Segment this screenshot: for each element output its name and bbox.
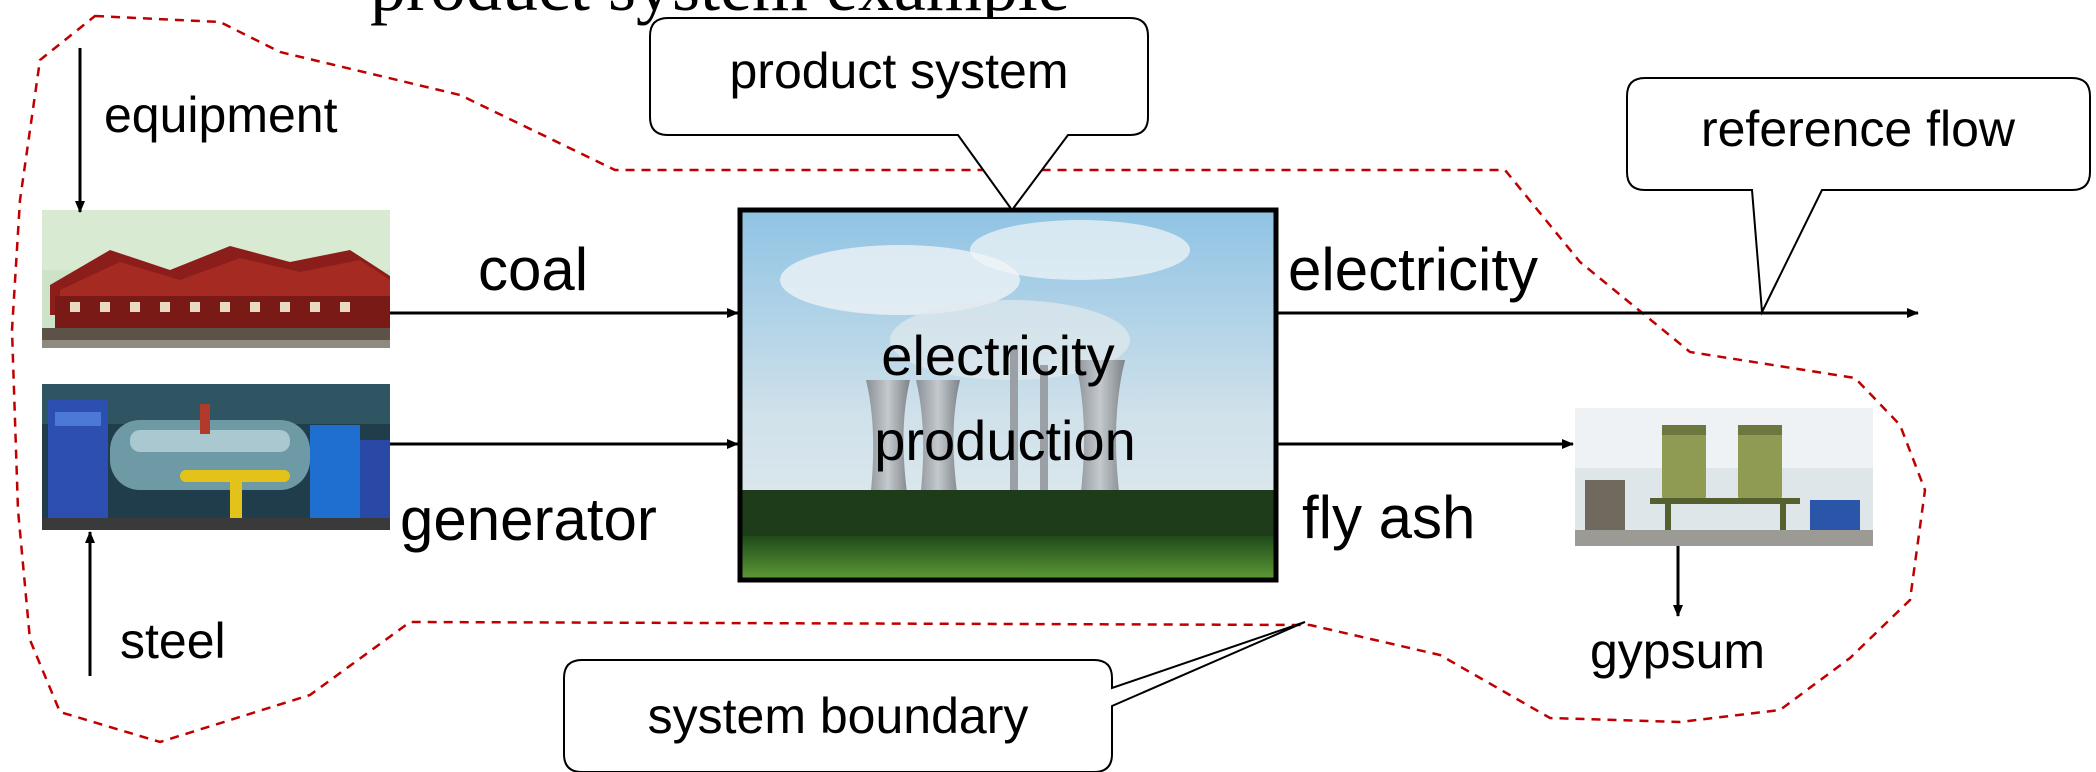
process-label-line2: production (874, 409, 1136, 472)
equipment-label: equipment (104, 87, 338, 143)
generator-label: generator (400, 486, 657, 553)
callout-reference-flow: reference flow (1626, 77, 2091, 316)
coal-label: coal (478, 236, 588, 303)
callout-product-system-text: product system (729, 43, 1068, 99)
callout-system-boundary-text: system boundary (648, 688, 1029, 744)
fly-ash-label: fly ash (1302, 484, 1475, 551)
steel-label: steel (120, 613, 226, 669)
gypsum-image (1575, 408, 1873, 546)
callout-system-boundary: system boundary (563, 621, 1306, 772)
equipment-image (42, 210, 390, 348)
callout-reference-flow-text: reference flow (1701, 101, 2016, 157)
callout-product-system: product system (649, 17, 1149, 212)
generator-image (42, 384, 390, 530)
gypsum-label: gypsum (1590, 623, 1765, 679)
process-box (737, 207, 1279, 583)
electricity-label: electricity (1288, 236, 1538, 303)
process-label-line1: electricity (881, 324, 1114, 387)
system-boundary-line (10, 14, 1927, 744)
